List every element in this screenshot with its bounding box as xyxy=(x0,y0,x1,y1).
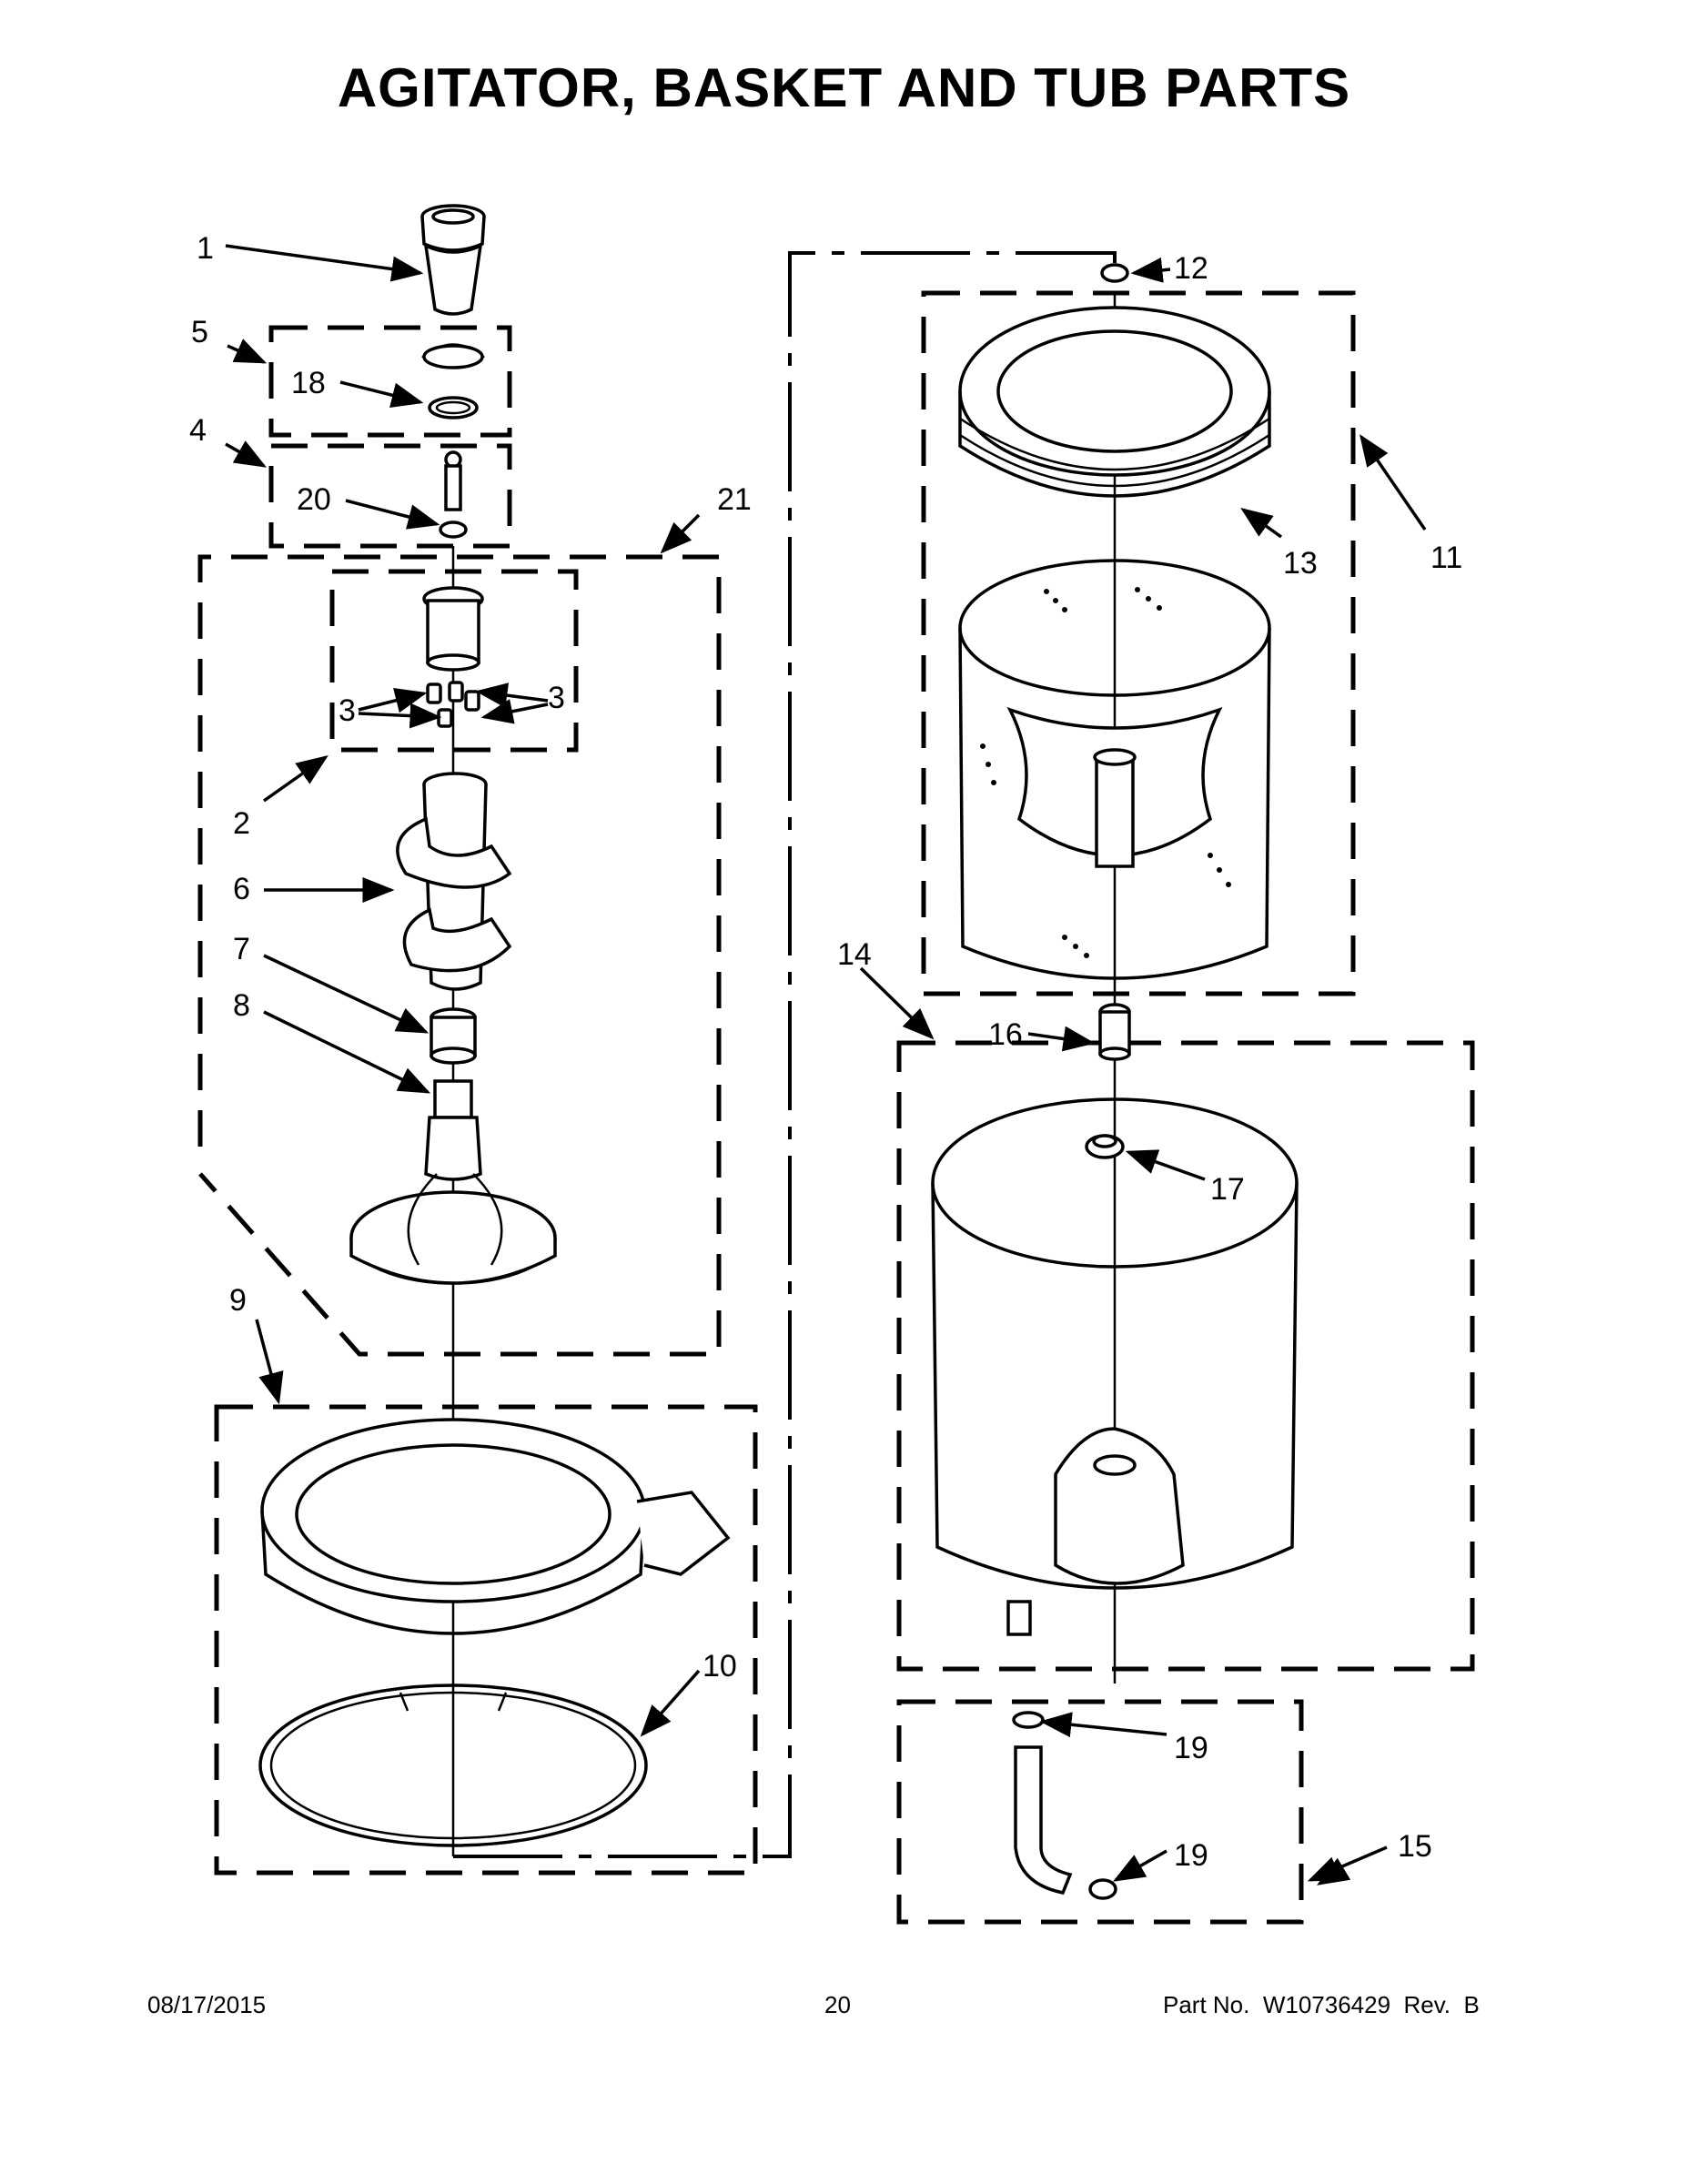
callout-3-right: 3 xyxy=(548,681,565,715)
tub-ring-part-9 xyxy=(260,1418,731,1712)
tub-seal-part-17 xyxy=(1085,1134,1125,1159)
callout-20: 20 xyxy=(297,482,331,517)
group-box-2 xyxy=(329,569,579,753)
agitator-auger-part-6 xyxy=(396,772,512,991)
drain-hose-part-15 xyxy=(1012,1711,1117,1900)
basket-perforations xyxy=(980,587,1231,958)
seal-ring-part-18 xyxy=(428,396,479,420)
callout-17: 17 xyxy=(1210,1172,1245,1207)
callout-6: 6 xyxy=(233,872,250,906)
snubber-ring-part-10 xyxy=(258,1684,648,1847)
group-box-15 xyxy=(896,1699,1304,1925)
callout-11: 11 xyxy=(1430,541,1462,575)
basket-drive-hub-part-16 xyxy=(1098,1003,1131,1061)
callout-4: 4 xyxy=(189,413,207,448)
callout-19-lower: 19 xyxy=(1174,1838,1208,1873)
agitator-coupling-part-7 xyxy=(430,1007,477,1065)
callout-14: 14 xyxy=(837,937,872,972)
callout-3-left: 3 xyxy=(339,693,356,728)
callout-9: 9 xyxy=(229,1283,247,1318)
footer-date: 08/17/2015 xyxy=(147,1991,267,2018)
balance-ring-part-13 xyxy=(958,306,1271,498)
group-box-14 xyxy=(896,1040,1475,1672)
callout-21: 21 xyxy=(717,482,752,517)
callout-1: 1 xyxy=(197,231,214,266)
agitator-base-part-8 xyxy=(349,1079,557,1285)
callout-15: 15 xyxy=(1398,1829,1432,1864)
callout-leaders xyxy=(225,244,1427,1886)
agitator-ratchet-part-2 xyxy=(422,586,484,672)
agitator-cap-part-1 xyxy=(420,204,486,316)
callout-18: 18 xyxy=(291,366,326,400)
group-box-5 xyxy=(268,325,512,438)
page-title: AGITATOR, BASKET AND TUB PARTS xyxy=(337,57,1351,118)
agitator-cam-part-5 xyxy=(420,343,486,369)
callout-12: 12 xyxy=(1174,251,1208,286)
wash-basket-part-11 xyxy=(958,559,1271,980)
outer-tub-part-14 xyxy=(931,1097,1299,1636)
callout-7: 7 xyxy=(233,932,250,966)
callout-2: 2 xyxy=(233,806,250,841)
callout-5: 5 xyxy=(191,315,208,349)
assembly-connector-line xyxy=(453,251,1117,1858)
shaft-bolt-part-20 xyxy=(439,450,468,539)
basket-nut-part-12 xyxy=(1100,263,1129,283)
group-box-4 xyxy=(268,443,512,549)
callout-16: 16 xyxy=(988,1017,1023,1052)
footer-part-number: Part No. W10736429 Rev. B xyxy=(1163,1991,1480,2018)
callout-10: 10 xyxy=(702,1649,737,1684)
agitator-dogs-part-3 xyxy=(426,681,480,728)
callout-13: 13 xyxy=(1283,546,1318,581)
callout-19-upper: 19 xyxy=(1174,1731,1208,1765)
callout-8: 8 xyxy=(233,988,250,1023)
footer-page-number: 20 xyxy=(824,1991,851,2018)
group-box-9 xyxy=(214,1404,758,1876)
